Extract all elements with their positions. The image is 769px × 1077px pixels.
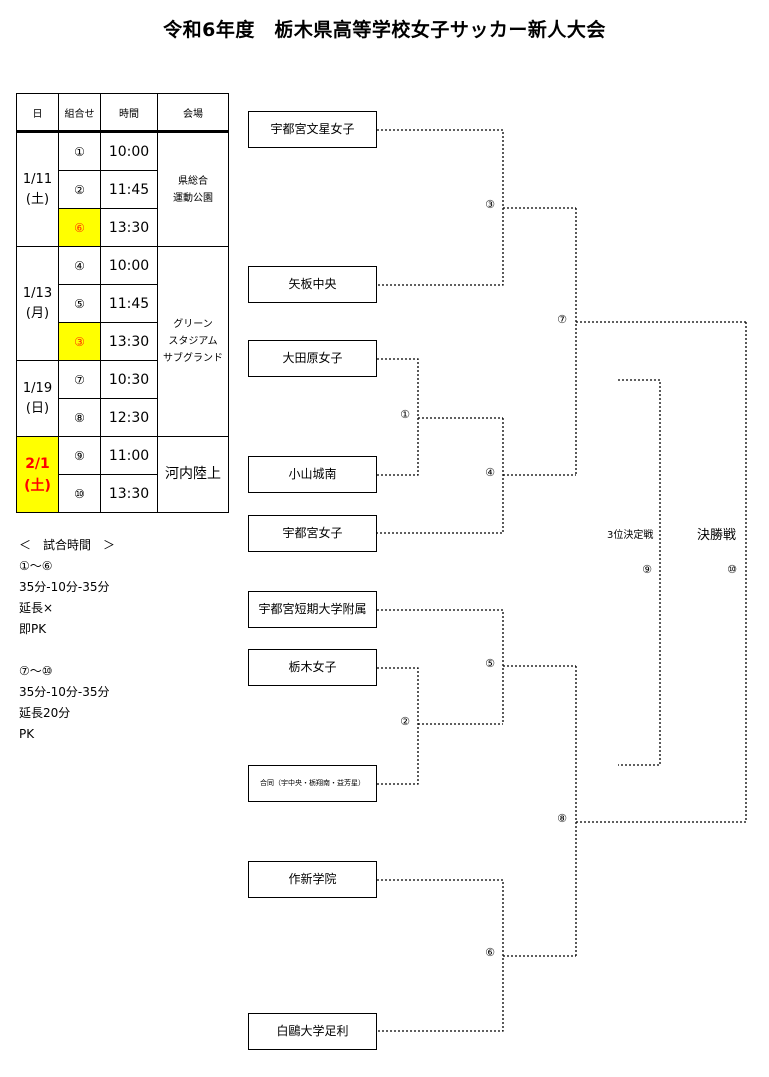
notes-time-a: 35分-10分-35分 <box>19 580 110 594</box>
third-place-label: 3位決定戦 <box>607 530 654 541</box>
venue-cell: 県総合 運動公園 <box>157 131 229 247</box>
header-venue: 会場 <box>157 93 229 133</box>
match-label: ③ <box>485 198 495 211</box>
match-label: ⑨ <box>642 563 652 576</box>
schedule-table: 日 組合せ 時間 会場 1/11 (土) ① 10:00 県総合 運動公園 ② … <box>16 93 229 513</box>
notes-pk-b: PK <box>19 727 35 741</box>
match-time: 13:30 <box>100 474 158 513</box>
match-number-highlighted: ③ <box>58 322 101 361</box>
notes-time-b: 35分-10分-35分 <box>19 685 110 699</box>
match-time: 10:00 <box>100 246 158 285</box>
match-label: ⑦ <box>557 313 567 326</box>
header-date: 日 <box>16 93 59 133</box>
match-time-notes: ＜ 試合時間 ＞ ①～⑥ 35分-10分-35分 延長× 即PK ⑦～⑩ 35分… <box>19 535 115 745</box>
team-box: 小山城南 <box>248 456 377 493</box>
team-box: 作新学院 <box>248 861 377 898</box>
notes-pk-a: 即PK <box>19 622 47 636</box>
notes-range-b: ⑦～⑩ <box>19 664 53 678</box>
match-label: ⑤ <box>485 657 495 670</box>
notes-heading: ＜ 試合時間 ＞ <box>19 538 116 552</box>
date-cell: 1/11 (土) <box>16 131 59 247</box>
match-time: 13:30 <box>100 322 158 361</box>
header-time: 時間 <box>100 93 158 133</box>
match-time: 11:45 <box>100 284 158 323</box>
date-cell: 1/13 (月) <box>16 246 59 361</box>
header-match: 組合せ <box>58 93 101 133</box>
match-label: ⑥ <box>485 946 495 959</box>
venue-cell: 河内陸上 <box>157 436 229 513</box>
venue-cell: グリーン スタジアム サブグランド <box>157 246 229 437</box>
match-label: ⑧ <box>557 812 567 825</box>
match-label: ② <box>400 715 410 728</box>
team-box: 合同（宇中央・栃翔南・益芳星） <box>248 765 377 802</box>
team-box: 白鷗大学足利 <box>248 1013 377 1050</box>
match-number: ⑦ <box>58 360 101 399</box>
notes-extension-a: 延長× <box>19 601 54 615</box>
match-time: 12:30 <box>100 398 158 437</box>
team-box: 矢板中央 <box>248 266 377 303</box>
team-box: 宇都宮女子 <box>248 515 377 552</box>
notes-extension-b: 延長20分 <box>19 706 71 720</box>
match-time: 11:45 <box>100 170 158 209</box>
team-box: 大田原女子 <box>248 340 377 377</box>
notes-range-a: ①～⑥ <box>19 559 53 573</box>
match-number: ② <box>58 170 101 209</box>
team-box: 栃木女子 <box>248 649 377 686</box>
date-cell: 1/19 (日) <box>16 360 59 437</box>
match-label: ④ <box>485 466 495 479</box>
match-time: 11:00 <box>100 436 158 475</box>
match-number-highlighted: ⑥ <box>58 208 101 247</box>
team-box: 宇都宮文星女子 <box>248 111 377 148</box>
match-time: 13:30 <box>100 208 158 247</box>
page-title: 令和6年度 栃木県高等学校女子サッカー新人大会 <box>163 19 606 41</box>
team-box: 宇都宮短期大学附属 <box>248 591 377 628</box>
match-label: ⑩ <box>727 563 737 576</box>
final-label: 決勝戦 <box>697 528 737 543</box>
table-header-row: 日 組合せ 時間 会場 <box>16 93 229 133</box>
match-number: ④ <box>58 246 101 285</box>
match-label: ① <box>400 408 410 421</box>
match-number: ⑤ <box>58 284 101 323</box>
